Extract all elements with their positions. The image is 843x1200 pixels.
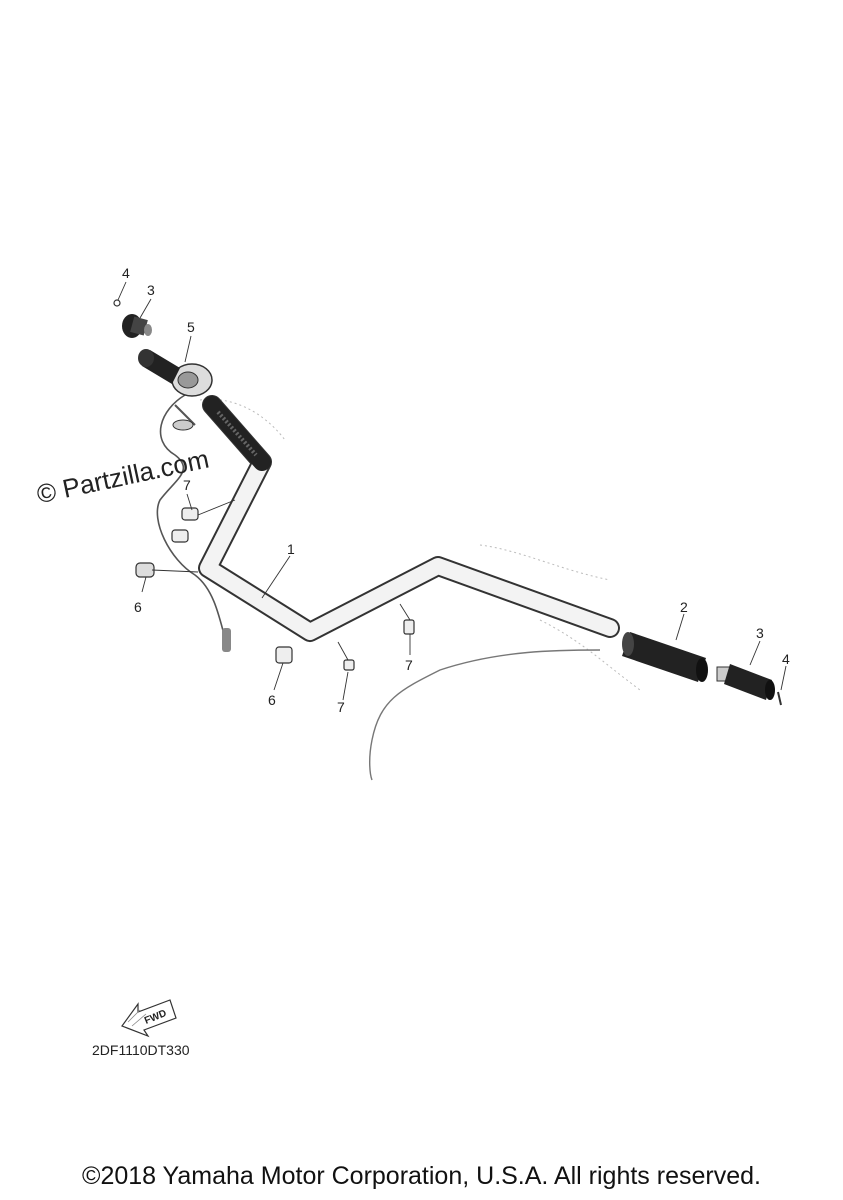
clamp-bottom (275, 646, 293, 664)
clip-bottom (343, 659, 355, 671)
right-bar-end-screw (777, 691, 782, 706)
copyright-notice: ©2018 Yamaha Motor Corporation, U.S.A. A… (82, 1162, 761, 1190)
callout-6-bottom: 6 (268, 692, 276, 708)
cable-end (222, 628, 231, 652)
callout-3-right: 3 (756, 625, 764, 641)
right-grip (622, 632, 708, 682)
leader-lines (117, 281, 787, 701)
callout-labels: 4 3 5 7 1 6 2 3 4 7 6 7 (122, 265, 790, 715)
callout-3-left: 3 (147, 282, 155, 298)
callout-7-mid: 7 (405, 657, 413, 673)
fwd-arrow-icon: FWD (121, 999, 177, 1038)
clip-top (171, 507, 199, 543)
callout-2: 2 (680, 599, 688, 615)
handlebar-tube (200, 397, 618, 640)
throttle-assembly (138, 349, 213, 431)
clip-mid (403, 619, 415, 635)
lower-cable (369, 649, 601, 781)
callout-4-right: 4 (782, 651, 790, 667)
callout-7-bottom: 7 (337, 699, 345, 715)
diagram-code: 2DF1110DT330 (92, 1042, 190, 1058)
right-bar-end (716, 664, 775, 700)
throttle-cable (156, 394, 229, 651)
callout-1: 1 (287, 541, 295, 557)
clamp-left (135, 562, 155, 578)
callout-4-left: 4 (122, 265, 130, 281)
callout-5: 5 (187, 319, 195, 335)
left-bar-end-screw (113, 299, 121, 307)
callout-6-left: 6 (134, 599, 142, 615)
faint-cables (199, 398, 641, 691)
left-bar-end (122, 314, 152, 338)
callout-7-top: 7 (183, 477, 191, 493)
